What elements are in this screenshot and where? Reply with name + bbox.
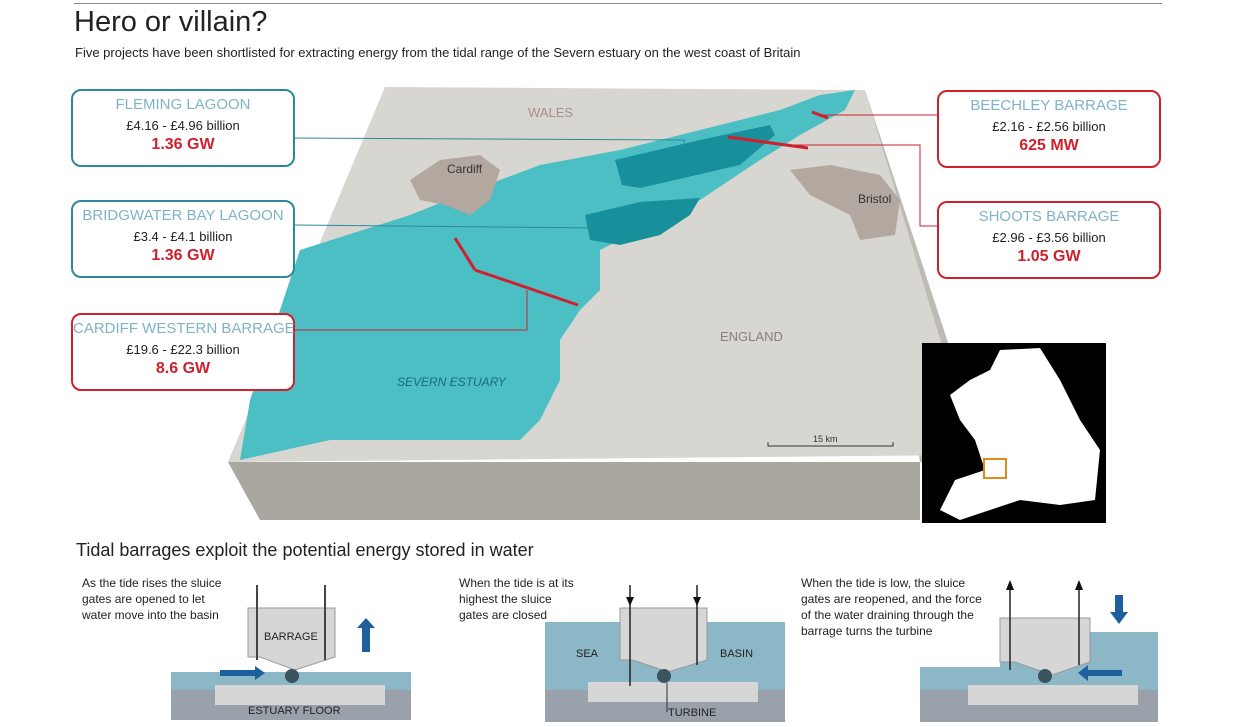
severn-highlight-box xyxy=(983,458,1007,479)
severn-estuary-water xyxy=(240,90,855,460)
project-cost: £2.96 - £3.56 billion xyxy=(992,230,1106,245)
fleming-lagoon-shape xyxy=(615,125,775,188)
label-basin: BASIN xyxy=(720,648,754,660)
diagram-heading: Tidal barrages exploit the potential ene… xyxy=(76,540,534,560)
page-title: Hero or villain? xyxy=(74,6,268,38)
bridgwater-leader xyxy=(293,224,601,229)
project-name: CARDIFF WESTERN BARRAGE xyxy=(73,320,295,337)
step1-caption: As the tide rises the sluice gates are o… xyxy=(82,576,222,622)
label-barrage: BARRAGE xyxy=(264,631,318,643)
cardiff-western-barrage-line-2 xyxy=(474,268,579,307)
block-front-face xyxy=(228,462,920,520)
project-name: BRIDGWATER BAY LAGOON xyxy=(82,207,284,224)
project-power: 1.36 GW xyxy=(151,247,215,264)
diagram-tide-high xyxy=(545,585,785,722)
project-cardiff-western-barrage: CARDIFF WESTERN BARRAGE £19.6 - £22.3 bi… xyxy=(71,313,295,391)
cardiff-area xyxy=(410,155,500,215)
project-power: 8.6 GW xyxy=(155,360,211,377)
shoots-barrage-line xyxy=(727,135,809,150)
label-severn-estuary: SEVERN ESTUARY xyxy=(397,375,506,389)
project-power: 1.05 GW xyxy=(1017,248,1081,265)
project-bridgwater-bay-lagoon: BRIDGWATER BAY LAGOON £3.4 - £4.1 billio… xyxy=(71,200,295,278)
page-subtitle: Five projects have been shortlisted for … xyxy=(75,45,801,60)
project-shoots-barrage: SHOOTS BARRAGE £2.96 - £3.56 billion 1.0… xyxy=(937,201,1161,279)
project-name: FLEMING LAGOON xyxy=(115,96,251,113)
project-cost: £2.16 - £2.56 billion xyxy=(992,119,1106,134)
label-turbine: TURBINE xyxy=(668,707,717,719)
cardiff-western-barrage-line xyxy=(453,237,477,271)
britain-landmass xyxy=(940,348,1100,520)
label-england: ENGLAND xyxy=(720,329,783,344)
diagram-tide-low xyxy=(920,580,1158,722)
label-bristol: Bristol xyxy=(858,192,892,206)
scale-label: 15 km xyxy=(813,434,838,444)
step3-caption: When the tide is low, the sluice gates a… xyxy=(801,576,982,638)
project-fleming-lagoon: FLEMING LAGOON £4.16 - £4.96 billion 1.3… xyxy=(71,89,295,167)
scale-bar xyxy=(767,442,894,447)
project-power: 625 MW xyxy=(1019,137,1079,154)
bridgwater-lagoon-shape xyxy=(585,198,700,245)
label-cardiff: Cardiff xyxy=(447,162,483,176)
label-estuary-floor: ESTUARY FLOOR xyxy=(248,705,341,717)
cardiff-leader xyxy=(294,290,528,331)
project-name: BEECHLEY BARRAGE xyxy=(970,97,1128,114)
bristol-area xyxy=(790,165,900,240)
fleming-leader xyxy=(293,137,685,150)
project-cost: £4.16 - £4.96 billion xyxy=(126,118,240,133)
top-rule xyxy=(74,3,1162,4)
step2-caption: When the tide is at its highest the slui… xyxy=(459,576,574,622)
project-power: 1.36 GW xyxy=(151,136,215,153)
shoots-leader xyxy=(790,144,937,227)
project-name: SHOOTS BARRAGE xyxy=(978,208,1120,225)
diagram-tide-rising xyxy=(171,585,411,720)
project-cost: £19.6 - £22.3 billion xyxy=(126,342,240,357)
label-sea: SEA xyxy=(576,648,599,660)
label-wales: WALES xyxy=(528,105,574,120)
project-beechley-barrage: BEECHLEY BARRAGE £2.16 - £2.56 billion 6… xyxy=(937,90,1161,168)
project-cost: £3.4 - £4.1 billion xyxy=(133,229,233,244)
